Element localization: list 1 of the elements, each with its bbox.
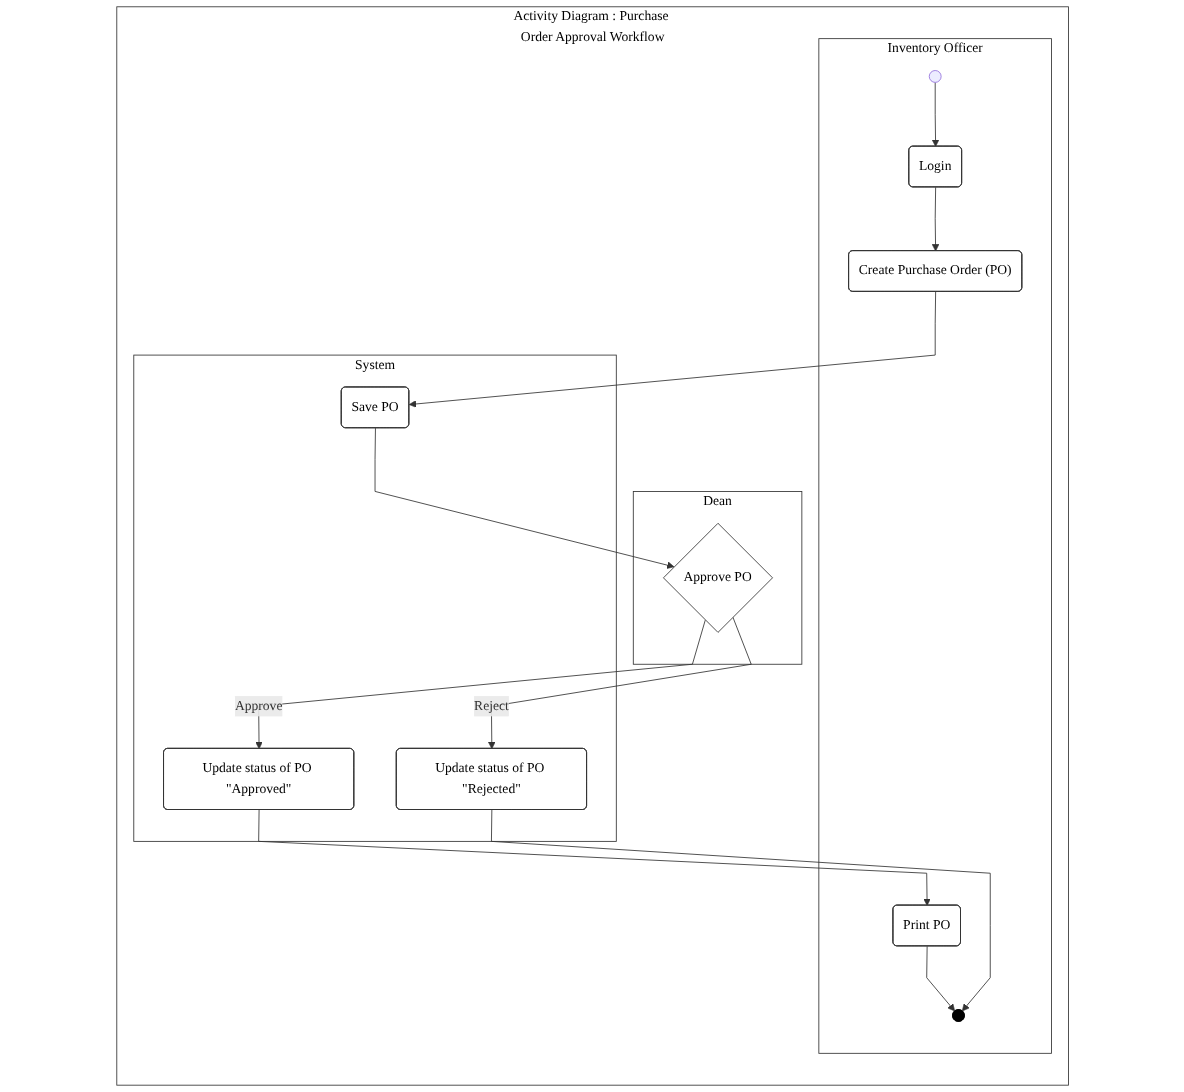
node-circle <box>928 70 941 83</box>
